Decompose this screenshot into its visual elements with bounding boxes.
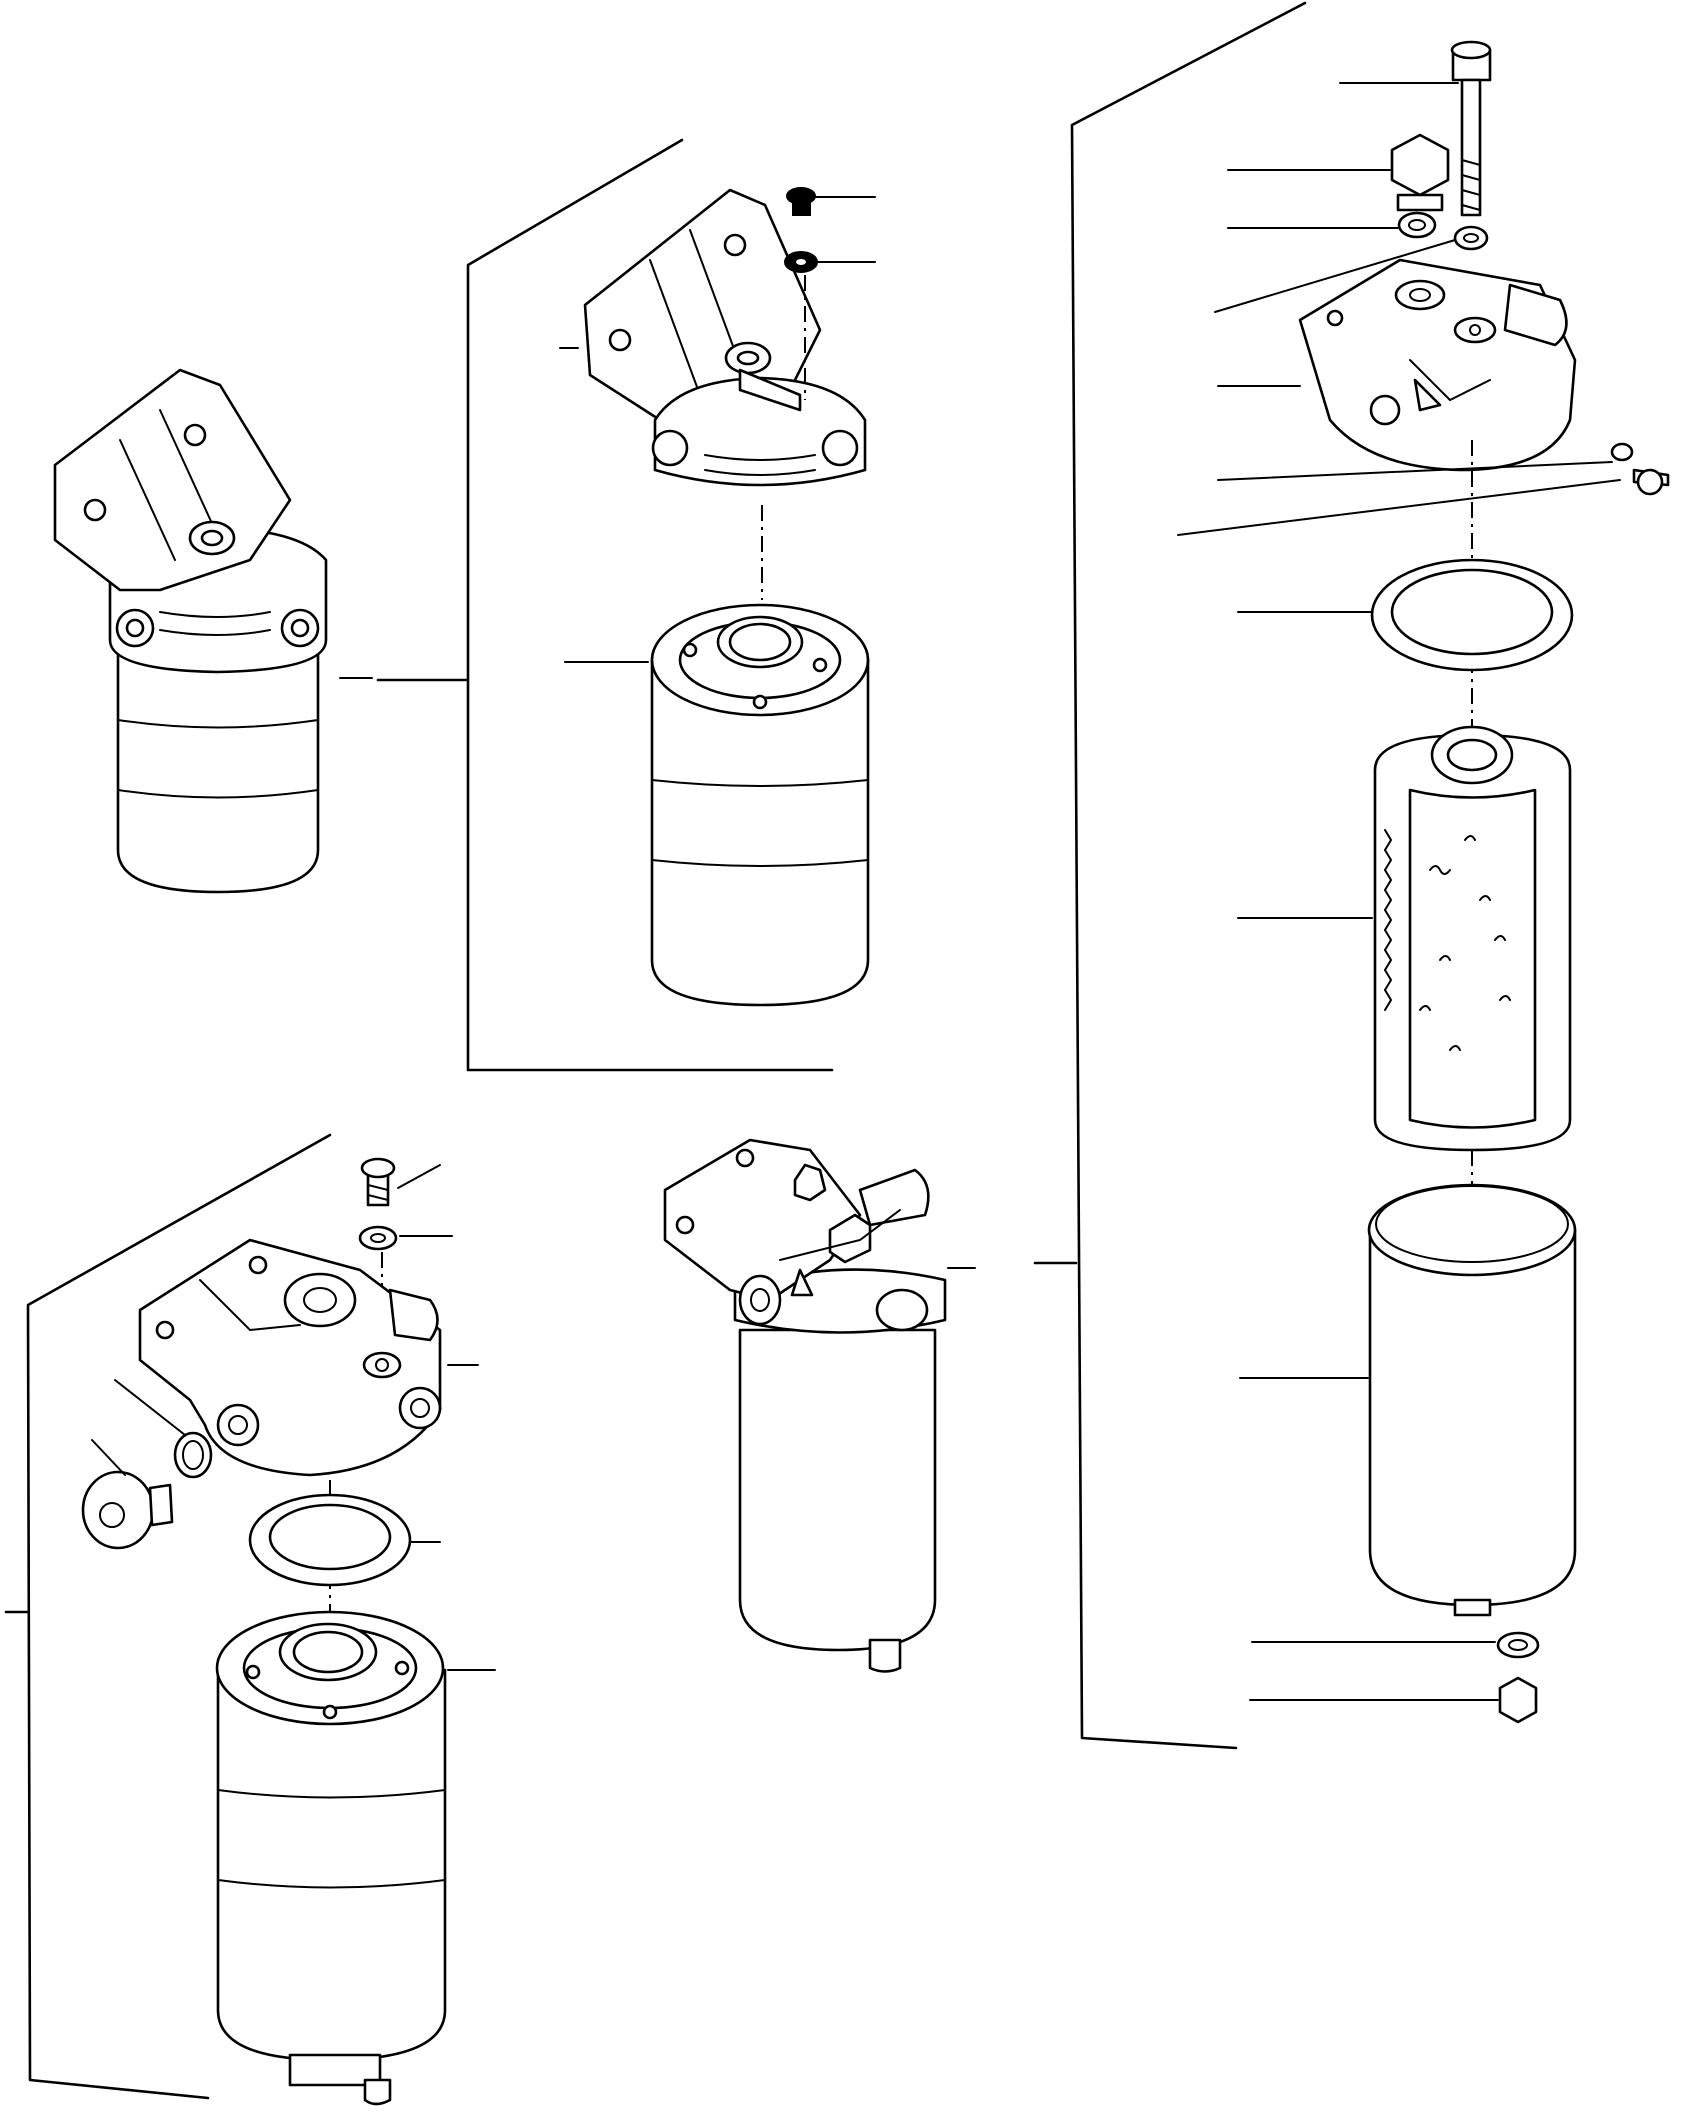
outlet-port	[398, 1386, 442, 1430]
bleed-plug	[828, 1213, 872, 1264]
bleed-plug	[793, 1163, 827, 1202]
outlet-port	[821, 429, 859, 467]
filter-exploded-right	[1177, 40, 1670, 1724]
port	[1369, 394, 1401, 426]
washer	[1397, 211, 1437, 239]
head-boss	[1394, 279, 1446, 311]
bracket-hole	[83, 498, 107, 522]
filter-head	[653, 376, 867, 487]
plug	[1390, 133, 1450, 197]
filter-assembly-bottom-center	[663, 1138, 976, 1673]
drain-plug	[81, 1470, 155, 1550]
filter-exploded-top-center	[559, 187, 876, 1007]
drain-washer	[1496, 1631, 1540, 1659]
filter-exploded-bottom-left	[81, 1157, 496, 2106]
inlet-port	[216, 1403, 260, 1447]
frame-right	[1033, 1, 1307, 1750]
filter-cartridge	[650, 658, 870, 1007]
port	[738, 1274, 782, 1326]
frame-top-center	[376, 138, 834, 1072]
filter-bowl	[1368, 1228, 1577, 1607]
filter-assembly-top-left	[53, 368, 328, 894]
inlet-port	[651, 429, 689, 467]
washer	[1453, 225, 1489, 251]
bracket-hole	[723, 233, 747, 257]
o-ring	[173, 1431, 213, 1479]
head-boss	[283, 1272, 357, 1328]
filter-bowl	[738, 1328, 937, 1652]
filter-cartridge	[216, 1668, 447, 2062]
cartridge-body	[116, 638, 320, 894]
bracket-hole	[183, 423, 207, 447]
drain-plug	[1498, 1676, 1538, 1724]
washer	[358, 1225, 398, 1251]
bracket-hole	[608, 328, 632, 352]
frame-bottom-left	[4, 1133, 332, 2100]
small-washer	[1610, 442, 1634, 462]
